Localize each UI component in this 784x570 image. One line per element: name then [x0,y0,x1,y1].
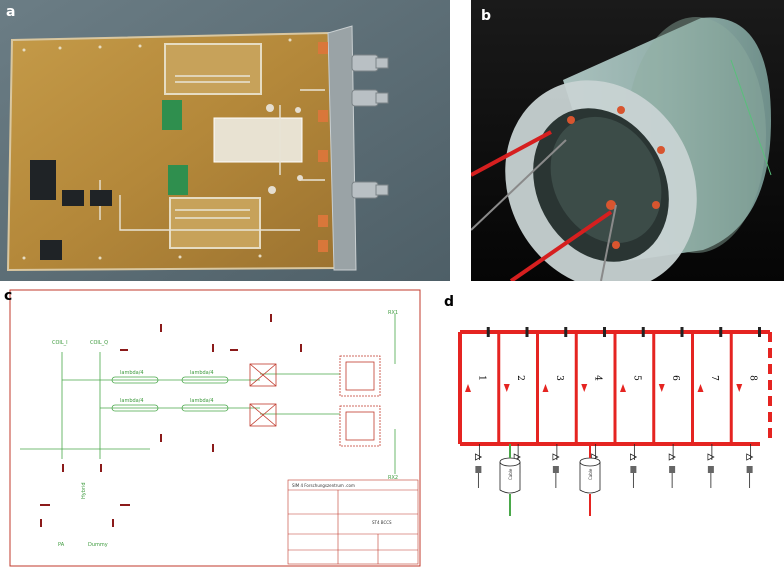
loop-number: 7 [709,375,719,381]
detune-box [669,466,676,473]
label-coil-q: COIL_Q [90,340,108,346]
panel-a-label: a [6,4,16,20]
cable-left [499,444,521,516]
current-arrow [658,384,665,392]
detune-box [746,466,753,473]
loop-number: 4 [593,375,603,381]
pin-diode [475,453,483,461]
loop-number: 8 [748,375,758,381]
loop-number: 3 [554,375,564,381]
panel-a: a [0,0,450,281]
loop-number: 2 [515,375,525,381]
cable-label-right: Cable [588,468,593,480]
loop-capacitor [525,327,529,337]
pin-diode [707,453,715,461]
loop-capacitor [758,327,761,337]
label-rx2: RX2 [388,475,398,481]
current-arrow [465,384,471,392]
title-block [287,479,419,565]
title-name: ST4 BCCS [372,520,392,525]
label-lambda-4: lambda/4 [190,398,214,404]
loop-capacitor [719,327,723,337]
panel-c: COIL_I COIL_Q lambda/4 lambda/4 lambda/4… [0,284,430,570]
current-arrow [503,384,510,392]
current-arrow [620,384,626,392]
current-arrow [581,384,588,392]
pin-diode [668,453,676,461]
label-lambda-2: lambda/4 [190,370,214,376]
detune-box [475,466,482,473]
title-company: SIM 4 Forschungszentrum .com [292,483,355,488]
panel-d-label: d [444,294,455,310]
detune-box [707,466,714,473]
pcb-photo [0,0,450,281]
current-arrow [736,384,743,392]
loop-number: 1 [476,375,486,381]
coil-photo [471,0,784,281]
schematic-c: COIL_I COIL_Q lambda/4 lambda/4 lambda/4… [0,284,430,570]
detune-box [630,466,637,473]
label-dummy: Dummy [88,542,108,548]
loop-capacitor [603,327,606,337]
pin-diode [552,453,560,461]
current-arrow [542,384,549,392]
label-rx1: RX1 [388,310,398,316]
panel-c-label: c [4,288,13,304]
loop-capacitor [641,327,645,337]
cable-right [579,444,601,516]
pin-diode [513,453,521,461]
label-lambda-1: lambda/4 [120,370,144,376]
cable-label-left: Cable [508,468,513,480]
pin-diode [630,453,638,461]
panel-b: b [471,0,784,281]
label-hybrid: Hybrid [81,482,87,499]
loop-number: 5 [631,375,641,381]
label-lambda-3: lambda/4 [120,398,144,404]
label-pa: PA [58,542,65,548]
loop-capacitor [564,327,568,337]
schematic-d: 1 2 3 4 5 6 7 8 Cable Cable [440,284,784,570]
pin-diode [746,453,754,461]
loop-capacitor [486,327,490,337]
loop-number: 6 [670,375,680,381]
panel-b-label: b [481,8,492,24]
panel-d: 1 2 3 4 5 6 7 8 Cable Cable d [440,284,784,570]
label-coil-i: COIL_I [52,340,68,346]
current-arrow [697,384,704,392]
detune-box [552,466,559,473]
loop-capacitor [680,327,684,337]
